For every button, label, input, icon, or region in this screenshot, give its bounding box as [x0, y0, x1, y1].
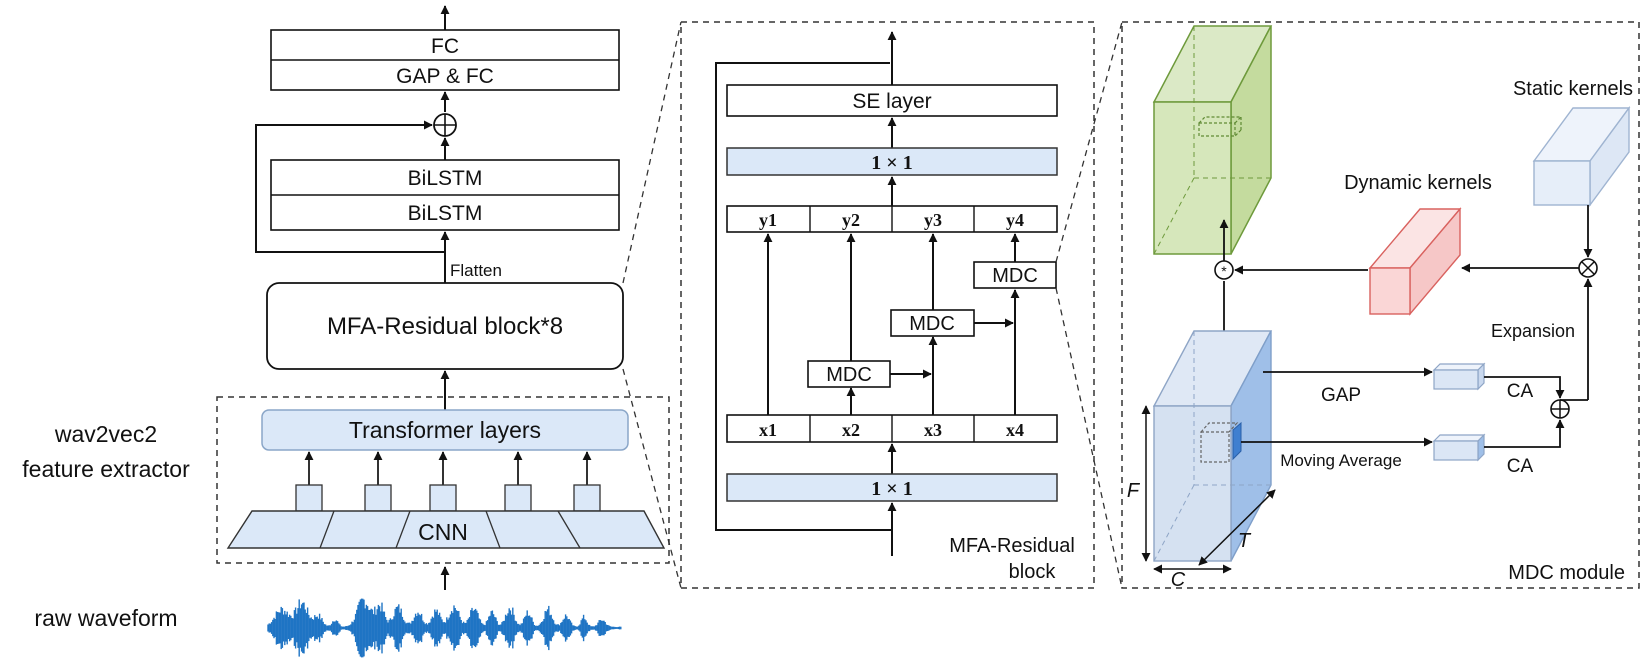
dynamic-kernels-cube — [1368, 207, 1462, 316]
extractor-label-line2: feature extractor — [22, 456, 190, 482]
y1-label: y1 — [759, 210, 777, 230]
mfa-panel-title-line1: MFA-Residual — [949, 535, 1075, 557]
mdc-module-title: MDC module — [1508, 562, 1625, 584]
mdc-label-1: MDC — [826, 364, 872, 386]
wav2vec2-extractor-region — [216, 396, 670, 564]
static-kernels-label: Static kernels — [1513, 78, 1633, 100]
ca-label-2: CA — [1507, 456, 1534, 477]
cnn-block — [226, 510, 666, 549]
cnn-label: CNN — [418, 519, 468, 545]
gap-label: GAP — [1321, 385, 1361, 406]
flatten-label: Flatten — [450, 261, 502, 280]
dim-c-label: C — [1171, 569, 1186, 591]
input-feature-cube — [1152, 330, 1273, 562]
conv-1x1-bottom-label: 1 × 1 — [871, 478, 912, 500]
mfa-residual-panel — [680, 21, 1095, 589]
mfa-block-label: MFA-Residual block*8 — [327, 313, 563, 340]
moving-average-vector — [1432, 433, 1486, 462]
dimension-t-arrow — [1198, 489, 1276, 566]
y4-label: y4 — [1006, 210, 1024, 230]
mfa-skip-connection — [715, 62, 892, 531]
dim-t-label: T — [1238, 530, 1252, 552]
fc-label: FC — [431, 35, 459, 58]
x2-label: x2 — [842, 420, 860, 440]
svg-text:*: * — [1221, 263, 1227, 279]
moving-average-label: Moving Average — [1280, 451, 1402, 470]
x3-label: x3 — [924, 420, 942, 440]
extractor-label-line1: wav2vec2 — [54, 421, 157, 447]
conv-1x1-top-label: 1 × 1 — [871, 152, 912, 174]
x1-label: x1 — [759, 420, 777, 440]
expansion-label: Expansion — [1491, 321, 1575, 341]
gap-fc-label: GAP & FC — [396, 65, 494, 88]
middle-section: SE layer 1 × 1 y1 y2 y3 y4 x1 x2 x3 x4 1… — [680, 21, 1123, 589]
se-layer-box — [726, 84, 1058, 117]
raw-waveform-label: raw waveform — [34, 605, 177, 631]
mdc-label-2: MDC — [909, 313, 955, 335]
bilstm-label-2: BiLSTM — [408, 202, 483, 225]
left-section: FC GAP & FC BiLSTM BiLSTM Flatten MFA-Re… — [22, 5, 682, 658]
dim-f-label: F — [1127, 480, 1141, 502]
mdc-module-panel — [1121, 21, 1640, 589]
bilstm-label-1: BiLSTM — [408, 167, 483, 190]
conv-1x1-bottom — [726, 473, 1058, 502]
static-kernels-cube — [1532, 105, 1631, 208]
y3-label: y3 — [924, 210, 942, 230]
x4-label: x4 — [1006, 420, 1024, 440]
raw-waveform-graphic — [267, 598, 622, 658]
se-layer-label: SE layer — [852, 90, 931, 113]
output-feature-cube — [1152, 25, 1273, 255]
dynamic-kernels-label: Dynamic kernels — [1344, 172, 1492, 194]
transformer-layers-box — [261, 409, 629, 451]
right-section: Static kernels Dynamic kernels * Expansi… — [1121, 21, 1640, 591]
mfa-panel-title-line2: block — [1009, 561, 1057, 583]
ca-label-1: CA — [1507, 381, 1534, 402]
mdc-label-3: MDC — [992, 265, 1038, 287]
conv-1x1-top — [726, 147, 1058, 176]
bilstm-skip-connection — [255, 120, 445, 253]
mfa-residual-block-stack — [266, 282, 624, 370]
cnn-feature-tokens — [295, 451, 601, 512]
gap-vector — [1432, 362, 1486, 391]
y2-label: y2 — [842, 210, 860, 230]
transformer-label: Transformer layers — [349, 417, 541, 443]
